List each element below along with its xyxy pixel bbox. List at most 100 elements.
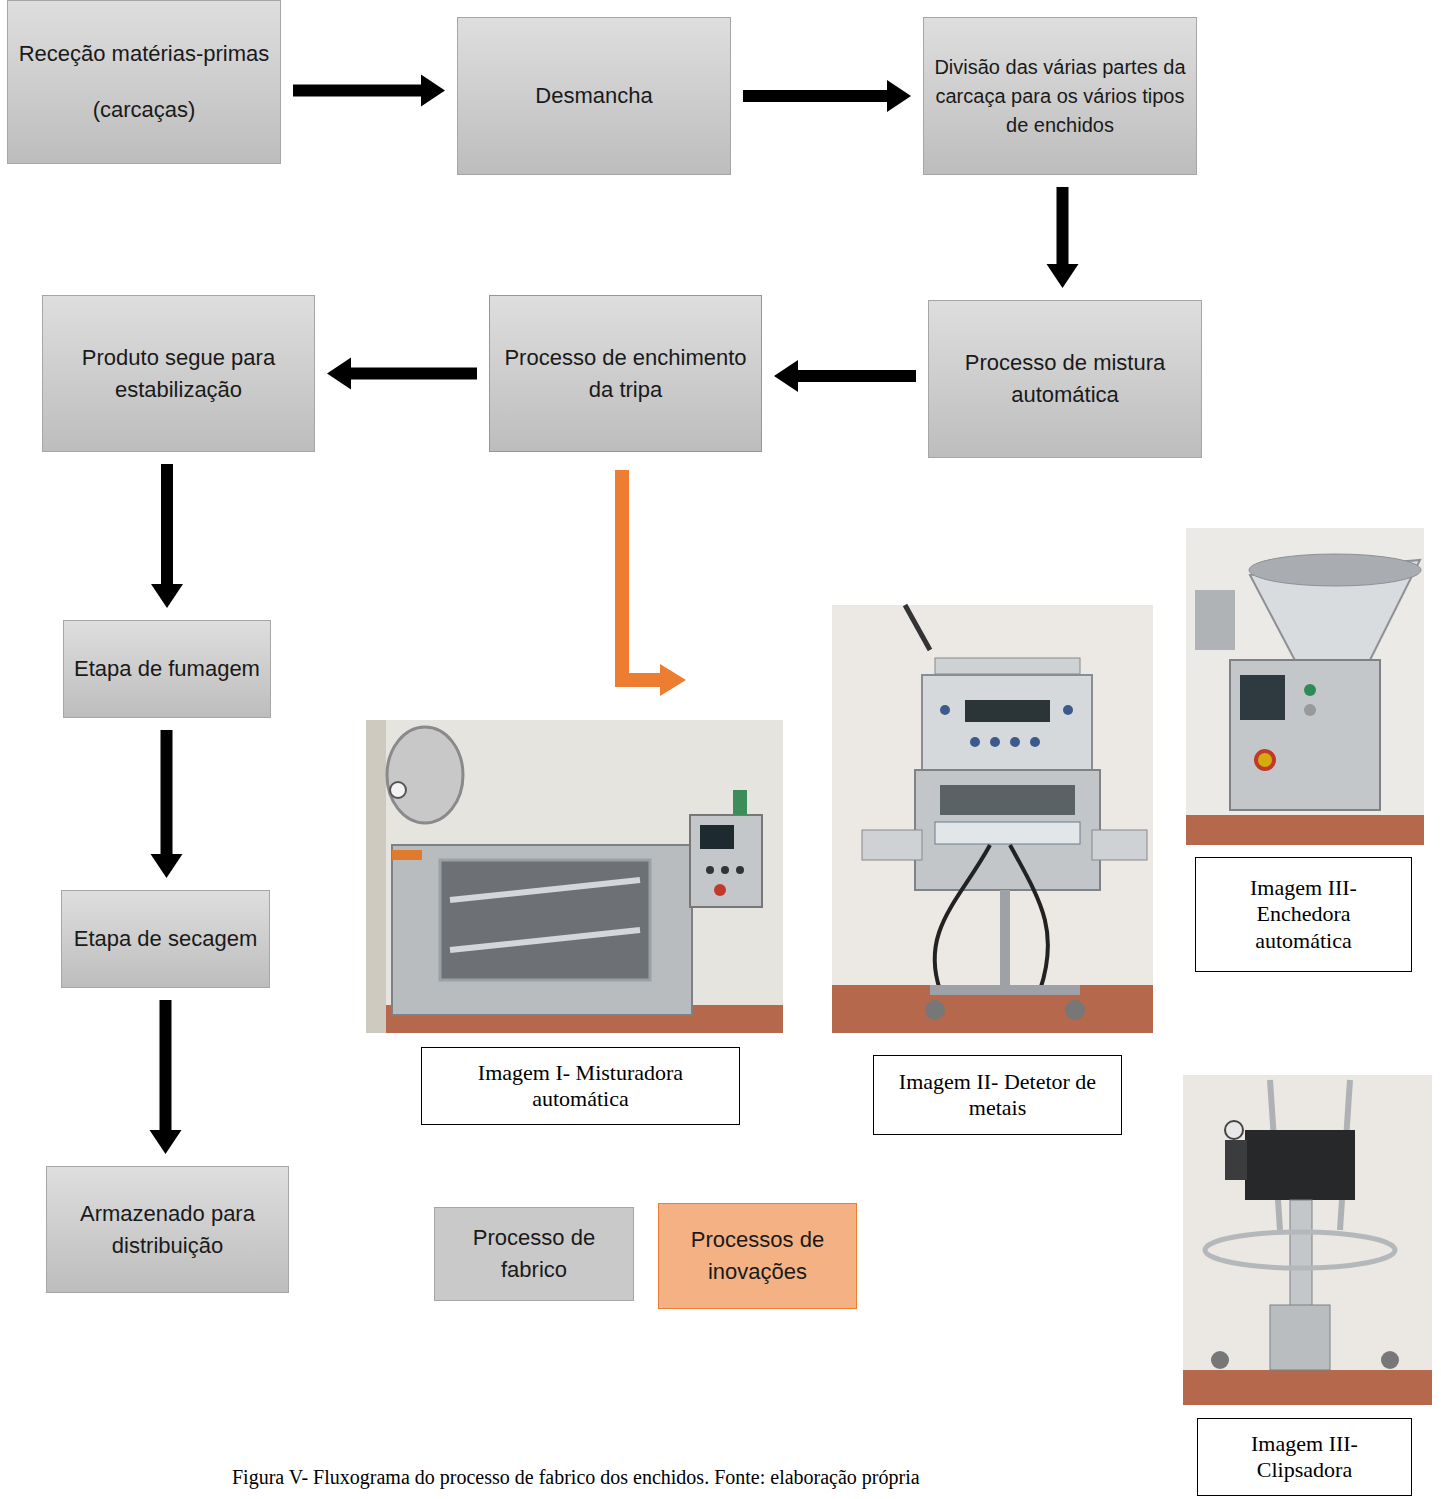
- arrow-shaft: [160, 1000, 172, 1134]
- mixer-photo: [366, 720, 783, 1033]
- flow-arrow: [293, 75, 445, 107]
- detector-cable: [1010, 845, 1048, 990]
- box-text: Imagem III- Enchedora automática: [1206, 875, 1401, 954]
- arrow-head: [327, 358, 351, 390]
- detector-plate: [935, 822, 1080, 844]
- clipper-side: [1225, 1140, 1247, 1180]
- flow-arrow: [1047, 187, 1079, 288]
- flow-arrow: [151, 464, 183, 608]
- arrow-shaft: [743, 90, 891, 102]
- arrow-shaft: [161, 730, 173, 858]
- photo-wall: [366, 720, 783, 1033]
- detector-pipe: [862, 830, 922, 860]
- clipper-wheel: [1211, 1351, 1229, 1369]
- mixer-paddle: [450, 880, 640, 900]
- arrow-head: [1047, 264, 1079, 288]
- clipper-wheel: [1381, 1351, 1399, 1369]
- detector-housing: [922, 675, 1092, 770]
- detector-button: [1010, 737, 1020, 747]
- innovation-arrow-head: [660, 664, 686, 696]
- clipper-ring: [1205, 1232, 1395, 1268]
- detector-photo: [832, 605, 1153, 1033]
- image-caption-box: Imagem II- Detetor de metais: [873, 1055, 1122, 1135]
- detector-display: [965, 700, 1050, 722]
- detector-base: [930, 985, 1080, 995]
- legend-swatch: Processos de inovações: [658, 1203, 857, 1309]
- detector-button: [1063, 705, 1073, 715]
- photo-wall: [1183, 1075, 1432, 1405]
- mixer-button: [706, 866, 714, 874]
- box-text: Imagem II- Detetor de metais: [884, 1069, 1111, 1122]
- image-caption-box: Imagem III- Enchedora automática: [1195, 857, 1412, 972]
- box-text: Imagem III- Clipsadora: [1208, 1431, 1401, 1484]
- photo-wall: [1186, 528, 1424, 845]
- process-box: Desmancha: [457, 17, 731, 175]
- detector-pipe: [1092, 830, 1147, 860]
- box-text: (carcaças): [93, 94, 196, 126]
- filler-screen: [1240, 675, 1285, 720]
- flow-arrow: [327, 358, 477, 390]
- clipper-base: [1270, 1305, 1330, 1370]
- process-box: Receção matérias-primas (carcaças): [7, 0, 281, 164]
- arrow-shaft: [161, 464, 173, 588]
- photo-wall: [832, 605, 1153, 1033]
- arrow-head: [421, 75, 445, 107]
- filler-arm: [1195, 590, 1235, 650]
- flow-arrow: [150, 1000, 182, 1154]
- detector-button: [1030, 737, 1040, 747]
- box-text: Etapa de secagem: [74, 923, 257, 955]
- mixer-button: [721, 866, 729, 874]
- filler-switch: [1256, 751, 1274, 769]
- box-text: Receção matérias-primas: [19, 38, 270, 70]
- mixer-lid: [387, 727, 463, 823]
- mixer-gauge: [390, 782, 406, 798]
- arrow-head: [150, 1130, 182, 1154]
- innovation-box: Processo de enchimento da tripa: [489, 295, 762, 452]
- process-box: Divisão das várias partes da carcaça par…: [923, 17, 1197, 175]
- filler-body: [1230, 660, 1380, 810]
- photo-floor: [1186, 815, 1424, 845]
- box-text: Processo de enchimento da tripa: [500, 342, 751, 406]
- clipper-photo: [1183, 1075, 1432, 1405]
- detector-button: [970, 737, 980, 747]
- legend-text: Processo de fabrico: [445, 1222, 623, 1286]
- mixer-screen: [700, 825, 734, 849]
- filler-button: [1304, 684, 1316, 696]
- innovation-arrow-line: [622, 470, 662, 680]
- detector-opening: [940, 785, 1075, 815]
- image-caption-box: Imagem III- Clipsadora: [1197, 1418, 1412, 1496]
- detector-hopper: [935, 658, 1080, 674]
- arrow-head: [151, 584, 183, 608]
- arrow-head: [774, 360, 798, 392]
- arrow-shaft: [794, 370, 916, 382]
- process-box: Produto segue para estabilização: [42, 295, 315, 452]
- process-box: Etapa de secagem: [61, 890, 270, 988]
- box-text: Divisão das várias partes da carcaça par…: [934, 53, 1186, 140]
- detector-tunnel: [915, 770, 1100, 890]
- process-box: Processo de mistura automática: [928, 300, 1202, 458]
- arrow-shaft: [293, 85, 425, 97]
- detector-button: [940, 705, 950, 715]
- box-text: Desmancha: [535, 80, 652, 112]
- photo-shadow: [366, 720, 386, 1033]
- mixer-light: [733, 790, 747, 815]
- detector-wheel: [1065, 1000, 1085, 1020]
- photo-floor: [1183, 1370, 1432, 1405]
- mixer-panel: [690, 815, 762, 907]
- process-box: Etapa de fumagem: [63, 620, 271, 718]
- mixer-button: [736, 866, 744, 874]
- photo-floor: [832, 985, 1153, 1033]
- box-text: Imagem I- Misturadora automática: [432, 1060, 729, 1113]
- mixer-body: [392, 845, 692, 1015]
- clipper-gauge: [1225, 1121, 1243, 1139]
- box-text: Produto segue para estabilização: [53, 342, 304, 406]
- arrow-head: [151, 854, 183, 878]
- mixer-trough: [440, 860, 650, 980]
- box-text: Processo de mistura automática: [939, 347, 1191, 411]
- detector-stand: [1000, 890, 1010, 985]
- mixer-stop: [714, 884, 726, 896]
- flow-arrow: [743, 80, 911, 112]
- filler-photo: [1186, 528, 1424, 845]
- clipper-column: [1290, 1200, 1312, 1310]
- image-caption-box: Imagem I- Misturadora automática: [421, 1047, 740, 1125]
